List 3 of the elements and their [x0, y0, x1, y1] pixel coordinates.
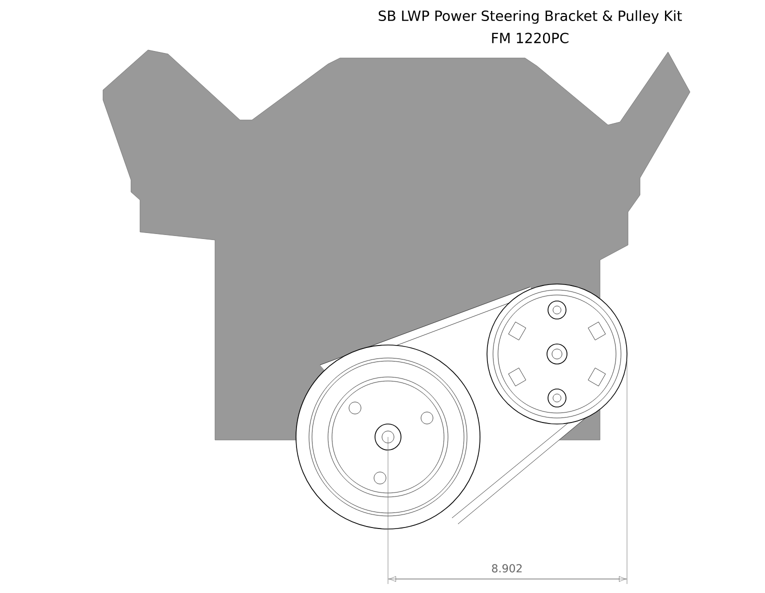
- part-number: FM 1220PC: [492, 32, 568, 44]
- title: SB LWP Power Steering Bracket & Pulley Kit: [378, 10, 682, 24]
- dimension-label: 8.902: [492, 564, 522, 572]
